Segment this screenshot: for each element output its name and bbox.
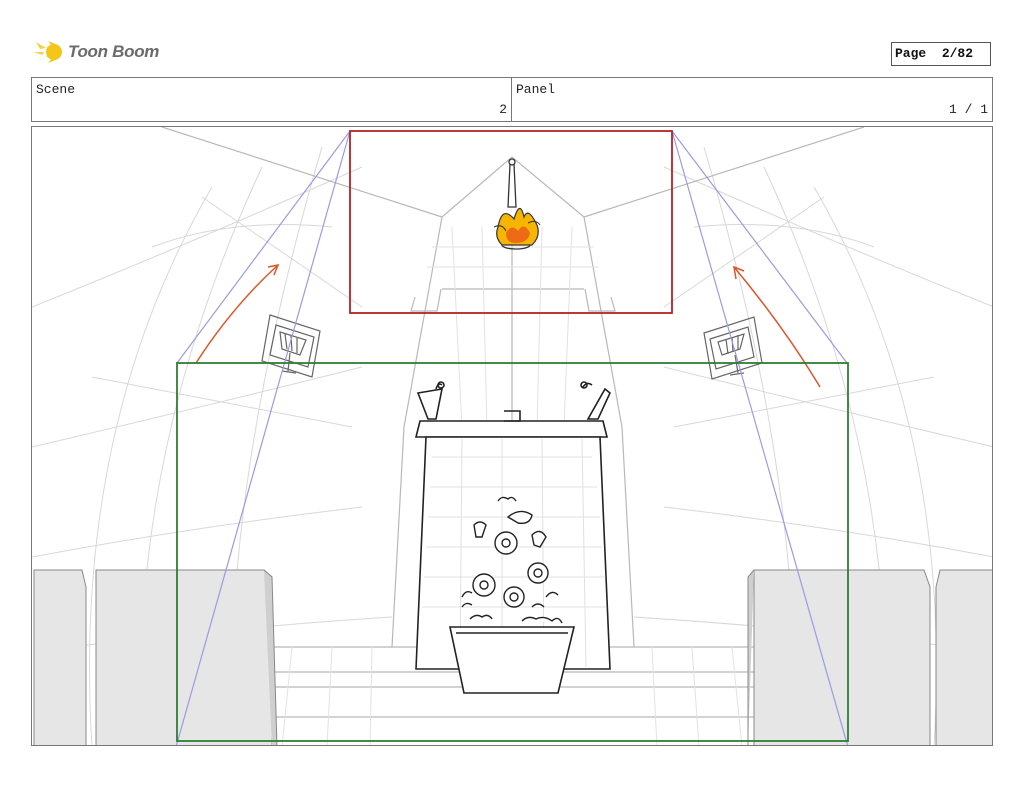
camera-start-frame (349, 130, 673, 314)
right-wall-emblem-icon (703, 316, 763, 380)
scene-label: Scene (36, 82, 76, 97)
podium (414, 381, 611, 670)
left-wall-emblem-icon (261, 314, 321, 378)
page-indicator: Page 2/82 (891, 42, 991, 66)
storyboard-panel (31, 126, 993, 746)
page-label: Page (895, 46, 927, 61)
panel-cell: Panel 1 / 1 (511, 77, 993, 122)
page-number: 2/82 (941, 46, 974, 61)
camera-end-frame (176, 362, 849, 742)
panel-sketch (32, 127, 992, 745)
action-arrows (195, 263, 821, 388)
scene-number: 2 (499, 102, 507, 117)
perspective-guides (175, 130, 849, 745)
floor-grid (281, 226, 743, 745)
panel-label: Panel (516, 82, 556, 97)
panel-number: 1 / 1 (948, 102, 988, 117)
side-panels (33, 569, 992, 745)
toon-boom-logo-icon (34, 41, 62, 63)
brand-name: Toon Boom (68, 42, 160, 61)
flower-pot (449, 626, 576, 694)
flame-icon (493, 207, 541, 246)
scene-cell: Scene 2 (31, 77, 512, 122)
flowers (461, 496, 563, 624)
